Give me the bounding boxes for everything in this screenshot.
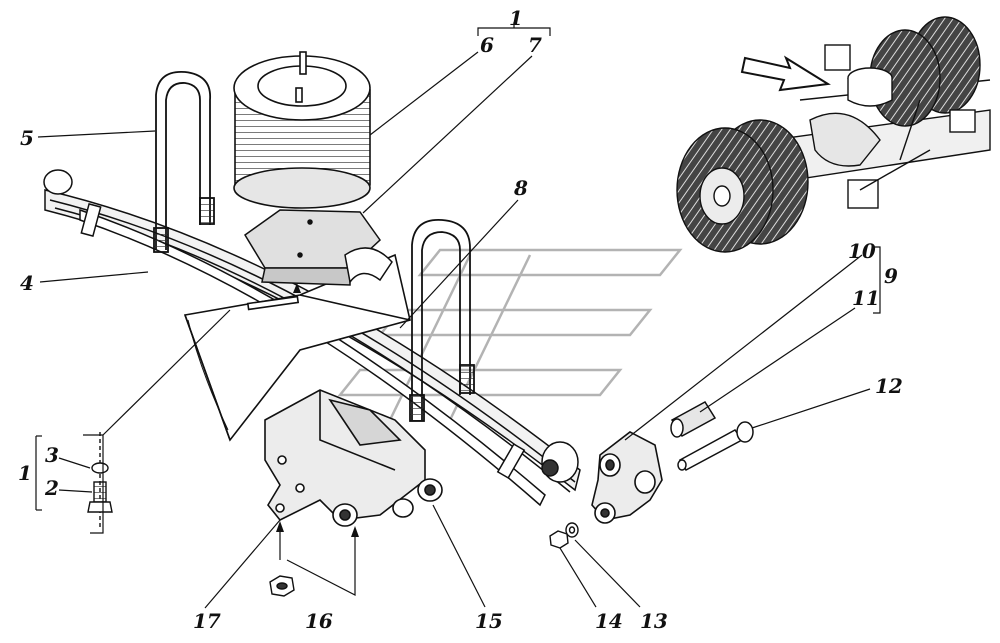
- u-bolt-left: [153, 71, 215, 253]
- label-1-left: 1: [18, 461, 32, 485]
- shackle: [591, 431, 663, 524]
- label-14: 14: [595, 609, 623, 633]
- label-12: 12: [875, 374, 903, 398]
- label-10: 10: [848, 239, 876, 263]
- label-17: 17: [193, 609, 221, 633]
- label-15: 15: [475, 609, 503, 633]
- air-spring-bracket: [243, 209, 393, 286]
- label-4: 4: [20, 271, 34, 295]
- u-bolt-right: [409, 219, 475, 422]
- label-3: 3: [45, 443, 59, 467]
- label-13: 13: [640, 609, 668, 633]
- label-16: 16: [305, 609, 333, 633]
- nut-and-washer: [549, 522, 579, 549]
- shackle-pin: [677, 421, 754, 471]
- axle-beam: [183, 253, 411, 442]
- label-7: 7: [528, 33, 542, 57]
- callout-labels: 1 6 7 5 4 8 10 9 11 12 1 3 2 17 16 15 14…: [18, 6, 903, 633]
- vehicle-rear-axle-inset: [676, 16, 991, 253]
- arrowheads: [276, 283, 359, 537]
- nut: [269, 575, 295, 597]
- label-9: 9: [884, 264, 898, 288]
- air-spring: [233, 51, 371, 209]
- bushing: [670, 401, 717, 438]
- leader-lines: [35, 22, 881, 609]
- leaf-spring: [43, 169, 581, 507]
- label-2: 2: [44, 476, 59, 500]
- label-11: 11: [852, 286, 880, 310]
- label-5: 5: [20, 126, 34, 150]
- label-8: 8: [513, 176, 528, 200]
- bolt-and-washer: [87, 432, 113, 530]
- label-6: 6: [480, 33, 494, 57]
- spring-bracket: [264, 389, 443, 527]
- label-1-top: 1: [509, 6, 523, 30]
